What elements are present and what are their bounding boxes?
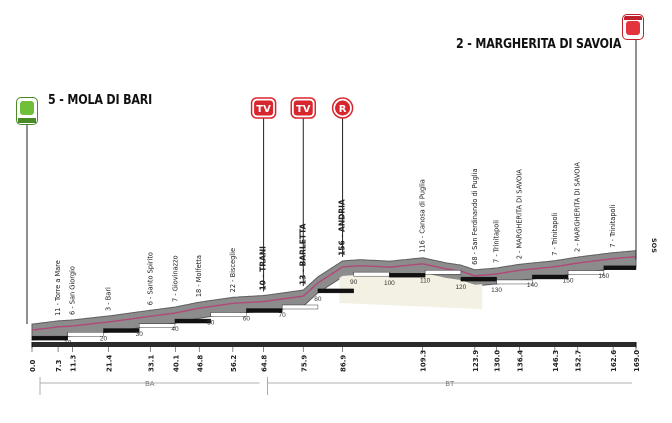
marker-badge-fill	[254, 100, 274, 116]
scale-segment	[281, 304, 319, 310]
relief-slab	[31, 250, 637, 341]
base-band	[32, 342, 636, 347]
distance-tick-label: 7.3	[55, 359, 63, 372]
locality-label: 7 - Giovinazzo	[171, 255, 179, 302]
locality-label: 6 - San Giorgio	[68, 266, 76, 315]
distance-tick-label: 136.4	[516, 350, 524, 372]
scale-tick-label: 70	[279, 312, 287, 319]
province-label: BT	[445, 380, 455, 388]
hill-fill	[339, 272, 483, 310]
locality-label: 11 - Torre a Mare	[54, 260, 62, 316]
distance-tick-label: 162.6	[610, 350, 618, 372]
marker-badge-fill	[293, 100, 313, 116]
marker-label: R	[339, 104, 347, 115]
scale-segment	[567, 270, 605, 275]
locality-label: 7 - Trinitapoli	[551, 213, 559, 256]
province-label: BA	[145, 380, 155, 388]
marker-label: TV	[256, 104, 271, 115]
distance-tick-label: 0.0	[29, 359, 37, 372]
finish-city-title: 2 - MARGHERITA DI SAVOIA	[456, 36, 622, 52]
scale-tick-label: 40	[171, 326, 179, 333]
locality-label: 7 - Trinitapoli	[609, 205, 617, 248]
scale-segment	[603, 265, 637, 271]
locality-label: 7 - Trinitapoli	[493, 220, 501, 263]
scale-tick-label: 140	[527, 282, 538, 289]
scale-tick-label: 60	[243, 316, 251, 323]
scale-tick-label: 30	[136, 331, 144, 338]
distance-tick-label: 64.8	[261, 355, 269, 372]
locality-label: 116 - Canosa di Puglia	[419, 179, 427, 253]
scale-segment	[317, 288, 354, 294]
locality-label: 68 - San Ferdinando di Puglia	[471, 168, 479, 264]
scale-tick-label: 130	[491, 287, 502, 294]
distance-tick-label: 56.2	[230, 355, 238, 372]
marker-badge-fill	[335, 100, 351, 116]
distance-tick-label: 86.9	[340, 355, 348, 372]
scale-segment	[353, 271, 390, 277]
scale-segment	[389, 273, 426, 278]
locality-label: 2 - MARGHERITA DI SAVOIA	[574, 162, 582, 252]
marker-label: TV	[296, 104, 311, 115]
scale-segment	[67, 332, 104, 337]
scale-tick-label: 90	[350, 279, 358, 286]
distance-tick-label: 33.1	[147, 355, 155, 372]
scale-segment	[424, 270, 462, 275]
start-icon	[16, 97, 38, 125]
finish-side-label: SOS	[650, 238, 658, 253]
distance-tick-label: 152.7	[575, 350, 583, 372]
distance-tick-label: 123.9	[472, 350, 480, 372]
scale-tick-label: 120	[455, 284, 466, 291]
distance-tick-label: 109.3	[420, 350, 428, 372]
scale-segment	[246, 308, 283, 313]
route-line	[31, 256, 637, 331]
scale-segment	[460, 276, 497, 282]
distance-tick-label: 11.3	[69, 355, 77, 372]
scale-tick-label: 50	[207, 320, 215, 327]
locality-label: 22 - Bisceglie	[229, 248, 237, 292]
scale-segment	[103, 328, 140, 333]
scale-segment	[174, 318, 211, 324]
scale-tick-label: 100	[384, 280, 395, 287]
distance-tick-label: 146.3	[552, 350, 560, 372]
scale-tick-label: 80	[314, 296, 322, 303]
scale-tick-label: 20	[100, 336, 108, 343]
scale-segment	[532, 274, 569, 280]
locality-label: 2 - MARGHERITA DI SAVOIA	[515, 169, 523, 259]
distance-tick-label: 40.1	[172, 355, 180, 372]
locality-label: 18 - Molfetta	[195, 255, 203, 297]
scale-tick-label: 160	[598, 273, 609, 280]
scale-tick-label: 110	[420, 277, 431, 284]
scale-segment	[139, 323, 176, 329]
scale-segment	[31, 335, 68, 341]
distance-tick-label: 169.0	[633, 350, 641, 372]
distance-tick-label: 21.4	[105, 355, 113, 372]
distance-tick-label: 46.8	[196, 355, 204, 372]
scale-segment	[496, 279, 533, 285]
scale-tick-label: 150	[563, 278, 574, 285]
locality-label: 3 - Bari	[104, 287, 112, 311]
finish-icon	[622, 14, 644, 40]
locality-label: 6 - Santo Spirito	[146, 252, 154, 305]
scale-segment	[210, 312, 247, 317]
distance-tick-label: 75.9	[300, 355, 308, 372]
distance-tick-label: 130.0	[494, 350, 502, 372]
start-city-title: 5 - MOLA DI BARI	[48, 92, 153, 108]
